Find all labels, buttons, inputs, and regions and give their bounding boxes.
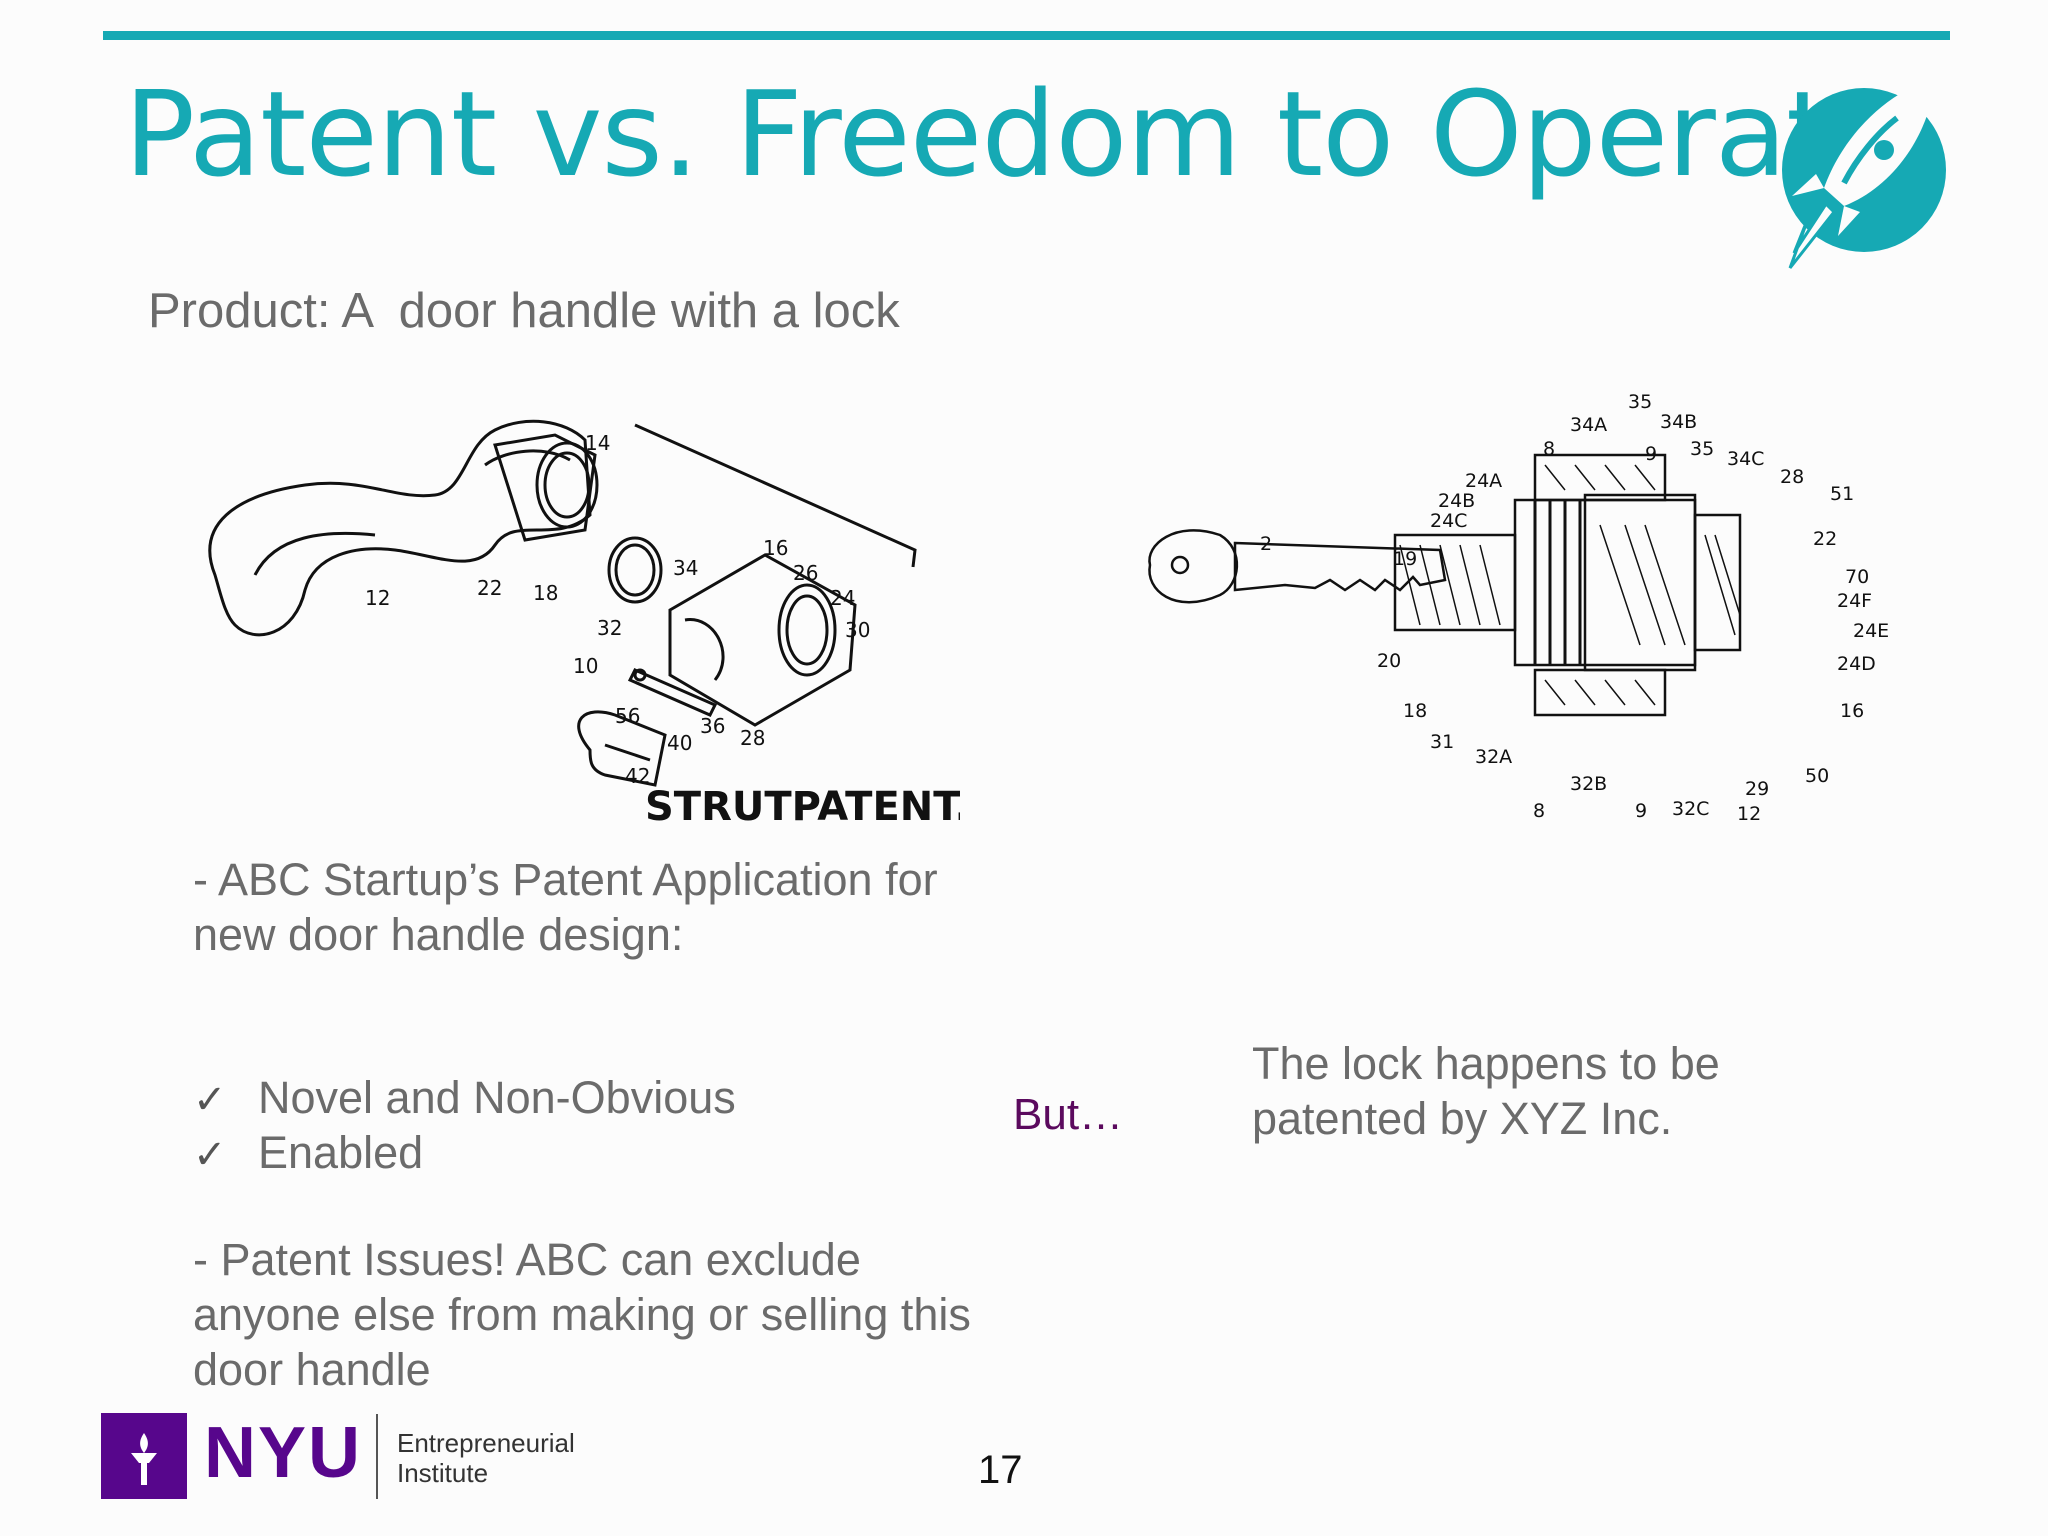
lock-label-29: 29 — [1745, 778, 1769, 800]
handle-label-14: 14 — [585, 431, 610, 455]
lock-label-34b: 34B — [1660, 411, 1697, 433]
lock-label-12: 12 — [1737, 803, 1761, 825]
lock-label-31: 31 — [1430, 731, 1454, 753]
footer-divider — [376, 1414, 378, 1499]
handle-label-22: 22 — [477, 576, 502, 600]
checkmark-icon: ✓ — [193, 1133, 227, 1177]
lock-label-32c: 32C — [1672, 798, 1709, 820]
criteria-checklist: ✓ Novel and Non-Obvious ✓ Enabled — [193, 1070, 736, 1180]
lock-label-51: 51 — [1830, 483, 1854, 505]
lock-patented-text: The lock happens to be patented by XYZ I… — [1252, 1038, 1720, 1144]
nyu-wordmark: NYU — [204, 1413, 363, 1493]
lock-label-20: 20 — [1377, 650, 1401, 672]
top-accent-rule — [103, 31, 1950, 40]
page-number: 17 — [978, 1448, 1023, 1492]
handle-label-28: 28 — [740, 726, 765, 750]
but-label: But… — [1013, 1090, 1124, 1139]
nyu-torch-icon — [131, 1433, 157, 1485]
check-item-novel: ✓ Novel and Non-Obvious — [193, 1070, 736, 1125]
handle-label-40: 40 — [667, 731, 692, 755]
lock-label-24e: 24E — [1853, 620, 1889, 642]
lock-label-35-top: 35 — [1628, 391, 1652, 413]
lock-label-8-top: 8 — [1543, 438, 1555, 460]
slide-title: Patent vs. Freedom to Operate — [124, 65, 1904, 203]
abc-patent-application-text: - ABC Startup’s Patent Application for n… — [193, 854, 938, 960]
lock-label-32b: 32B — [1570, 773, 1607, 795]
nyu-torch-logo — [101, 1413, 187, 1499]
lock-label-18: 18 — [1403, 700, 1427, 722]
lock-label-28: 28 — [1780, 466, 1804, 488]
product-description: Product: A door handle with a lock — [148, 284, 900, 338]
lock-label-24b: 24B — [1438, 490, 1475, 512]
handle-label-24: 24 — [830, 586, 855, 610]
lock-label-22: 22 — [1813, 528, 1837, 550]
strutpatent-watermark: STRUTPATENT.COM — [645, 784, 960, 830]
door-handle-patent-drawing: 14 12 22 18 16 34 26 24 30 32 10 56 36 2… — [208, 419, 960, 830]
institute-name: Entrepreneurial Institute — [397, 1428, 575, 1488]
patent-issues-text: - Patent Issues! ABC can exclude anyone … — [193, 1234, 971, 1395]
lock-label-50: 50 — [1805, 765, 1829, 787]
lock-label-34c: 34C — [1727, 448, 1764, 470]
rocket-logo-icon — [1782, 83, 1946, 269]
check-item-enabled: ✓ Enabled — [193, 1125, 736, 1180]
lock-label-34a: 34A — [1570, 414, 1607, 436]
handle-label-30: 30 — [845, 618, 870, 642]
handle-label-26: 26 — [793, 561, 818, 585]
handle-label-42: 42 — [625, 764, 650, 788]
lock-label-16: 16 — [1840, 700, 1864, 722]
lock-label-32a: 32A — [1475, 746, 1512, 768]
lock-label-35: 35 — [1690, 438, 1714, 460]
handle-label-10: 10 — [573, 654, 598, 678]
lock-label-2: 2 — [1260, 533, 1272, 555]
handle-label-32: 32 — [597, 616, 622, 640]
lock-label-8-bottom: 8 — [1533, 800, 1545, 822]
lock-label-24c: 24C — [1430, 510, 1467, 532]
institute-line-1: Entrepreneurial — [397, 1428, 575, 1458]
check-item-label: Enabled — [258, 1127, 424, 1178]
check-item-label: Novel and Non-Obvious — [258, 1072, 736, 1123]
lock-label-70: 70 — [1845, 566, 1869, 588]
handle-label-18: 18 — [533, 581, 558, 605]
lock-label-24a: 24A — [1465, 470, 1502, 492]
handle-label-34: 34 — [673, 556, 698, 580]
lock-label-24d: 24D — [1837, 653, 1876, 675]
handle-label-16: 16 — [763, 536, 788, 560]
lock-label-9-bottom: 9 — [1635, 800, 1647, 822]
checkmark-icon: ✓ — [193, 1078, 227, 1122]
lock-label-24f: 24F — [1837, 590, 1872, 612]
institute-line-2: Institute — [397, 1458, 489, 1488]
lock-label-19: 19 — [1393, 548, 1417, 570]
handle-label-56: 56 — [615, 704, 640, 728]
lock-patent-drawing: 35 34A 34B 8 9 35 34C 28 51 24A 24B 24C … — [1148, 391, 1889, 825]
lock-label-9-top: 9 — [1645, 443, 1657, 465]
handle-label-36: 36 — [700, 714, 725, 738]
handle-label-12: 12 — [365, 586, 390, 610]
